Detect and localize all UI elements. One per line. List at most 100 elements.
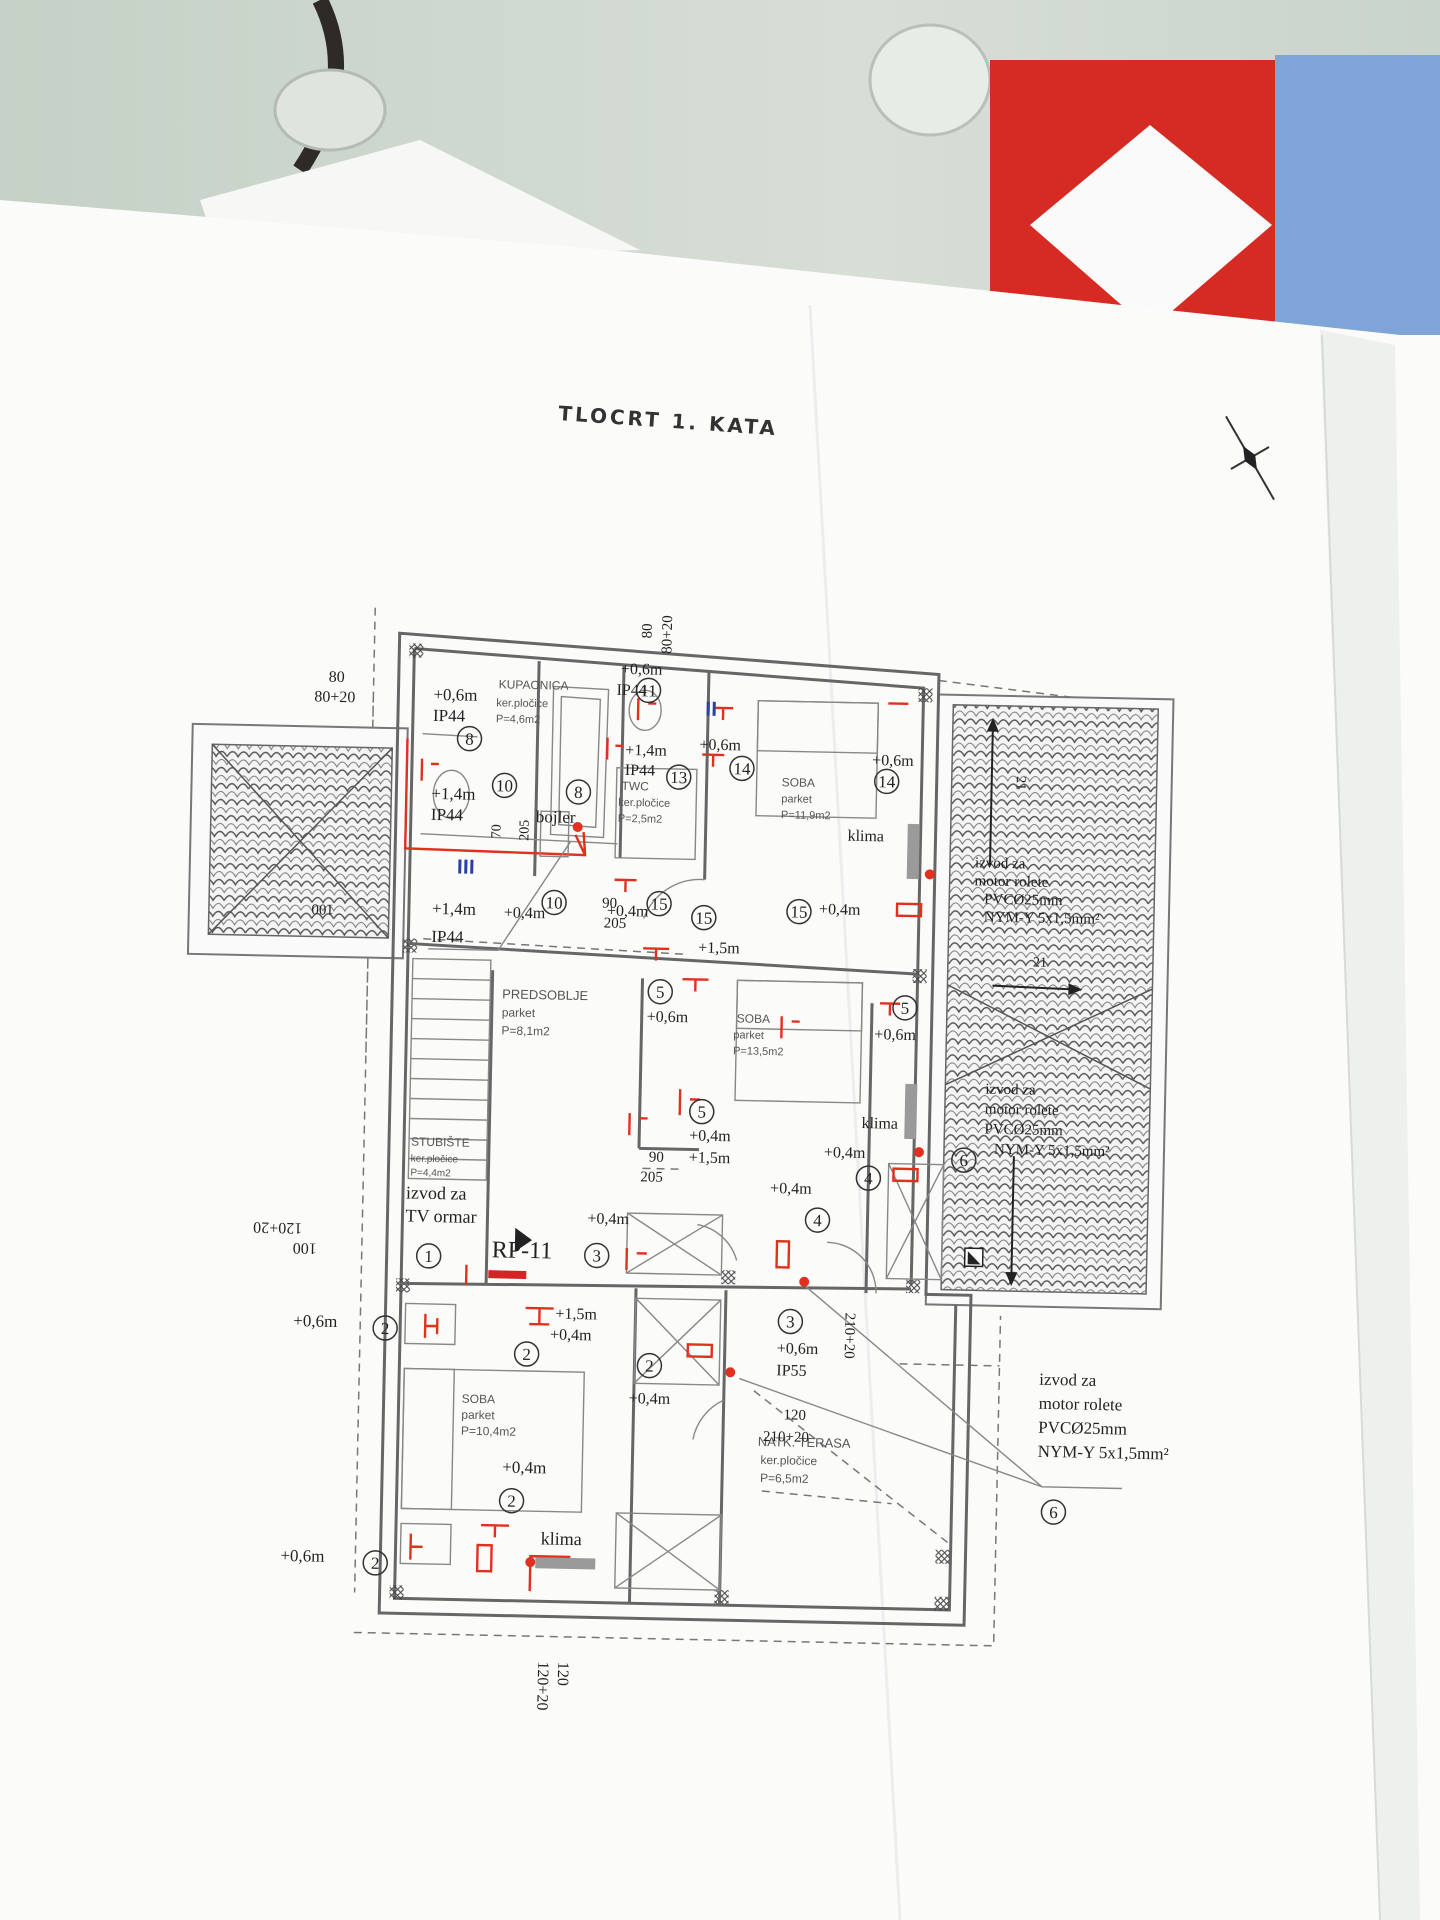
wardrobe-4 [885,1162,945,1281]
bath-tub [549,685,610,839]
roof-arrow-up [988,725,994,866]
door-arc-3 [692,1399,725,1440]
circuit-marker: 6 [1040,1499,1067,1525]
circuit-number: 8 [465,730,474,749]
height-label: +0,4m [689,1127,731,1145]
room-floor-terasa: ker.pločice [760,1453,817,1468]
plan-labels: KUPAONICA ker.pločice P=4,6m2 TWC ker.pl… [253,615,1169,1710]
roof-arrow-down-head [1005,1272,1018,1287]
circuit-number: 5 [901,999,910,1018]
height-label: +1,5m [698,940,740,958]
column-3 [403,938,418,953]
circuit-number: 5 [697,1103,706,1122]
circuit-number: 1 [424,1247,433,1266]
circuit-marker: 10 [541,889,567,916]
room-floor-stubiste: ker.pločice [411,1154,459,1166]
wardrobe-hall-x [625,1212,723,1276]
column-10 [714,1589,729,1605]
circuit-marker: 15 [786,898,812,925]
wardrobe-3-x [614,1512,722,1591]
outline-dashed [353,607,1169,1647]
circuit-number: 6 [1049,1503,1058,1522]
circuit-marker: 4 [855,1165,882,1191]
right-roof-tiles [940,704,1160,1295]
height-label: +1,4m [432,899,476,919]
dim-label: 120+20 [533,1661,551,1710]
bed-top-frame [755,700,880,819]
height-label: +0,4m [504,904,546,922]
left-roof-ridge-2 [207,747,393,935]
terrace-point-2 [725,1367,736,1378]
roller-note-mid-1: izvod za [985,1082,1036,1099]
circuit-number: 8 [574,783,583,802]
ac-label-top: klima [847,828,884,846]
ip-label: IP44 [431,927,464,947]
room-floor-soba-top: parket [781,793,812,806]
glass-object [868,23,992,137]
roller-note-bottom-3: PVCØ25mm [1038,1418,1127,1439]
roller-note-bottom-2: motor rolete [1039,1394,1123,1415]
boiler-icon [539,810,570,858]
wardrobe-hall [625,1212,724,1276]
radiator-icon-2 [706,701,716,716]
roller-note-top-1: izvod za [975,855,1026,872]
dim-label: 80 [640,623,656,638]
height-label: +1,4m [625,742,667,760]
room-area-predsoblje: P=8,1m2 [501,1023,550,1038]
twc-toilet-icon [628,689,662,732]
height-label: +1,4m [431,784,475,804]
paper-edge-line [1321,334,1381,1920]
room-area-kupaonica: P=4,6m2 [496,713,541,726]
circuit-number: 2 [522,1345,531,1364]
column-5 [395,1278,411,1293]
dim-label: 70 [489,824,504,838]
circuit-number: 14 [733,759,751,778]
circuit-number: 13 [670,768,687,787]
ip-label: IP44 [433,706,466,726]
room-area-stubiste: P=4,4m2 [410,1168,451,1180]
dim-label: 205 [640,1169,663,1185]
column-2 [918,688,933,703]
right-roof-ridge-2 [945,988,1153,1086]
stair-arrow-icon [514,1227,533,1252]
switch-boxes [475,902,923,1573]
ac-label-mid: klima [861,1115,898,1133]
circuit-marker: 3 [777,1308,804,1335]
room-name-soba-top: SOBA [782,775,816,790]
book-fold [808,304,902,1920]
dim-label: 210+20 [841,1313,858,1359]
radiator-icon-1 [458,859,474,874]
room-name-predsoblje: PREDSOBLJE [502,986,589,1003]
height-label: +0,6m [874,1026,916,1044]
circuit-marker: 2 [362,1550,388,1576]
circuit-number: 6 [959,1151,968,1170]
room-area-soba-top: P=11,9m2 [781,809,831,822]
ac-unit-top-icon [906,823,920,880]
circuit-number: 3 [786,1312,795,1331]
roller-note-mid-2: motor rolete [985,1102,1059,1120]
dim-label: 100 [293,1239,317,1256]
room-name-twc: TWC [621,779,649,794]
height-label: +0,6m [647,1008,689,1026]
room-area-soba-mid: P=13,5m2 [733,1045,784,1058]
circuit-number: 10 [545,893,562,912]
room-area-soba-bottom: P=10,4m2 [461,1424,517,1439]
height-label: +1,5m [555,1306,597,1324]
distribution-board-label: RP-11 [492,1237,553,1264]
leader-ip44 [428,841,571,952]
outer-walls [377,631,973,1627]
electric-bath-line [403,738,587,857]
circuit-number: 15 [790,902,807,921]
circuit-number: 10 [496,776,513,795]
ip-label: IP44 [625,762,656,780]
roof-arrow-right [992,984,1073,991]
circuit-marker: 2 [498,1487,525,1514]
glass-object-left [273,68,387,152]
circuit-number: 14 [878,772,896,791]
door-arc-2 [827,1241,877,1294]
circuit-marker: 1 [415,1243,442,1269]
wardrobe-2 [633,1297,722,1386]
ip-label: IP55 [776,1362,807,1380]
